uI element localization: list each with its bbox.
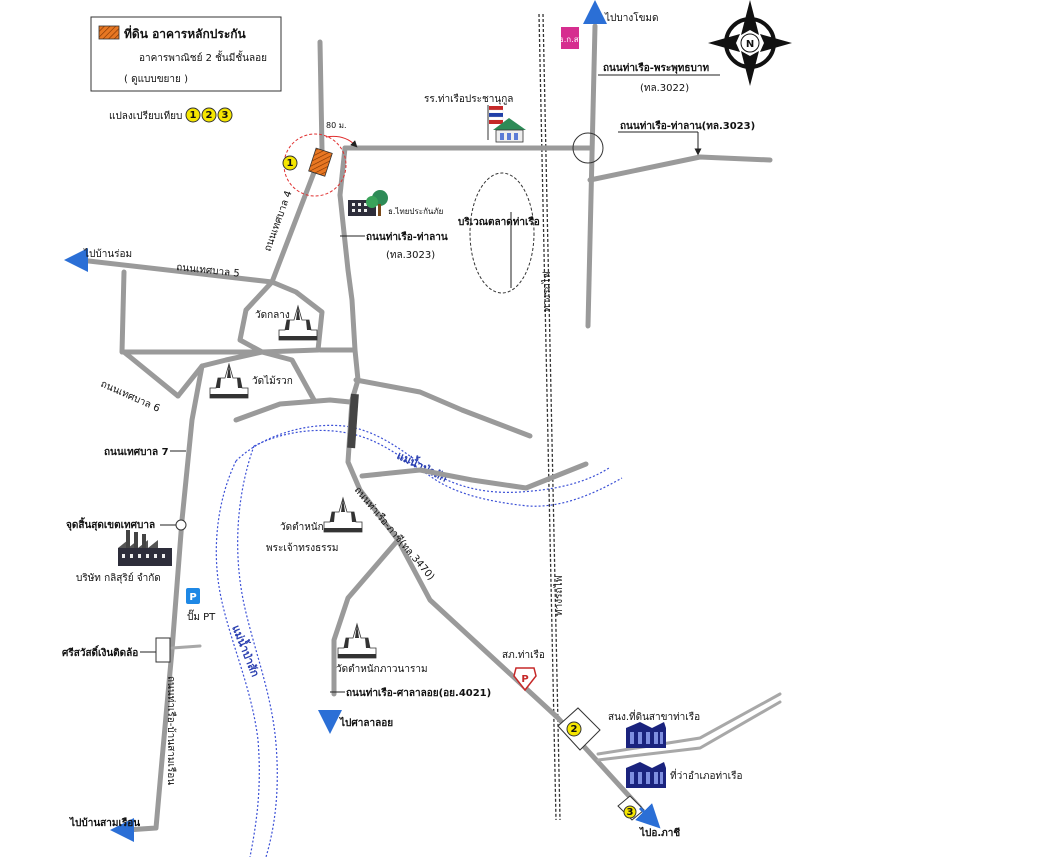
compare-badges: 1 2 3 [185,107,233,123]
wat-klang-label: วัดกลาง [255,310,290,321]
svg-text:2: 2 [206,110,213,121]
factory-icon [118,530,172,566]
property-badge-2: 2 [566,721,582,737]
municipal-end-label: จุดสิ้นสุดเขตเทศบาล [66,517,155,531]
sriswat-label: ศรีสวัสดิ์เงินติดล้อ [62,645,138,659]
svg-text:1: 1 [190,110,197,121]
land-office-icon [626,722,666,748]
temple-icon [209,362,249,399]
rd-tharuea-phraphutthabat: ถนนท่าเรือ-พระพุทธบาท [603,62,709,74]
rd-tharuea-thalan-top: ถนนท่าเรือ-ท่าลาน(ทล.3023) [620,120,755,132]
property-badge-3: 3 [623,805,637,819]
svg-text:N: N [746,39,754,50]
bridge [347,393,359,449]
badge-1: 1 [185,107,201,123]
school-label: รร.ท่าเรือประชานุกูล [424,93,513,105]
road-network [77,23,782,833]
svg-text:P: P [521,674,528,685]
arrow-down-right-icon [635,803,661,829]
junction-circle [572,132,604,164]
land-office-label: สนง.ที่ดินสาขาท่าเรือ [608,709,700,723]
legend-line2: อาคารพาณิชย์ 2 ชั้นมีชั้นลอย [139,50,267,64]
rd-3023: (ทล.3023) [386,250,435,261]
svg-text:1: 1 [287,158,294,169]
rd-tharuea-sam-ruean: ถนนท่าเรือ-บ้านสามเรือน [165,676,177,785]
rd-tharuea-phachi: ถนนท่าเรือ-ภาชี(ทล.3470) [352,484,437,583]
rd-thetsaban7: ถนนเทศบาล 7 [104,447,169,458]
railway [538,13,561,821]
svg-text:3: 3 [627,807,634,818]
property-badge-1: 1 [282,155,298,171]
municipal-end-marker [175,519,187,531]
rd-thetsaban4: ถนนเทศบาล 4 [262,189,294,253]
wat-mai-rak-label: วัดไม้รวก [252,375,293,387]
svg-text:3: 3 [222,110,229,121]
rd-3022: (ทล.3022) [640,83,689,94]
svg-text:ธ.ก.ส.: ธ.ก.ส. [559,35,581,44]
rd-thetsaban6: ถนนเทศบาล 6 [99,379,162,415]
police-icon: P [513,667,537,692]
market-area [469,172,535,294]
police-label: สภ.ท่าเรือ [502,649,545,661]
temple-icon [337,622,377,659]
svg-text:2: 2 [571,724,578,735]
river-pasak [215,424,623,857]
rail-label-north: ทางรถไฟ [541,271,553,312]
collateral-property [283,133,358,197]
river-label-east: แม่น้ำป่าสัก [395,447,451,485]
wat-tamnak-label2: พระเจ้าทรงธรรม [266,542,339,554]
legend-frame [90,16,282,92]
gas-station-icon: P [186,588,200,604]
collateral-swatch [98,25,120,40]
wat-tamnak-label: วัดตำหนัก [280,522,324,533]
bank-small-label: ธ.ไทยประกันภัย [388,207,443,216]
rd-tharuea-sala-loi: ถนนท่าเรือ-ศาลาลอย(อย.4021) [346,687,491,699]
district-office-label: ที่ว่าอำเภอท่าเรือ [670,768,742,782]
to-phachi: ไปอ.ภาชี [639,826,680,839]
gas-label: ปั๊ม PT [187,609,216,623]
rail-label-south: ทางรถไฟ [553,575,565,616]
temple-icon [323,496,363,533]
to-bang-khomod: ไปบางโขมด [604,11,659,24]
river-label-south: แม่น้ำป่าสัก [229,623,263,680]
to-ban-sam-ruean: ไปบ้านสามเรือน [69,816,140,829]
badge-3: 3 [217,107,233,123]
market-label: บริเวณตลาดท่าเรือ [458,216,540,228]
legend-line3: ( ดูแบบขยาย ) [124,74,188,85]
compass-icon: N [708,0,792,86]
school-icon [487,105,526,143]
to-ban-rom: ไปบ้านร่อม [83,248,132,260]
badge-2: 2 [201,107,217,123]
legend-title: ที่ดิน อาคารหลักประกัน [124,25,247,41]
bank-logo-icon: ธ.ก.ส. [559,27,581,49]
company-label: บริษัท กลิสุริย์ จำกัด [76,572,161,584]
to-sala-loi: ไปศาลาลอย [339,716,393,729]
distance-label: 80 ม. [326,121,347,130]
rd-tharuea-thalan-mid: ถนนท่าเรือ-ท่าลาน [366,231,448,243]
temple-icon [278,304,318,341]
wat-tamnak-phawana-label: วัดตำหนักภาวนาราม [336,664,428,675]
svg-text:P: P [189,592,196,603]
compare-label: แปลงเปรียบเทียบ [109,110,182,122]
bank-building-icon [348,190,388,216]
legend: ที่ดิน อาคารหลักประกัน อาคารพาณิชย์ 2 ชั… [90,16,282,92]
district-office-icon [626,762,666,788]
sriswat-marker [155,637,171,663]
